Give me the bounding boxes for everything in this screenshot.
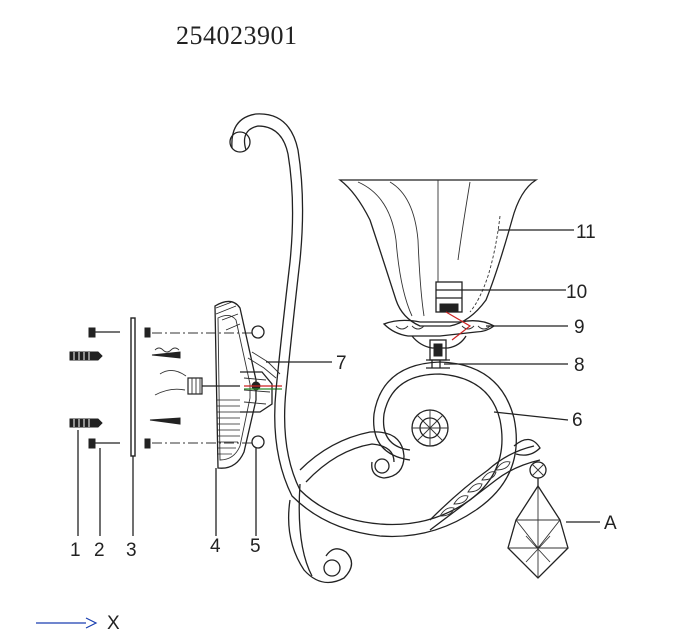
model-number: 254023901 — [176, 21, 298, 50]
wall-plug-icon — [69, 351, 103, 361]
part-label-a: A — [604, 513, 617, 534]
part-label-9: 9 — [574, 317, 585, 338]
part-label-11: 11 — [576, 222, 596, 243]
cup-nut — [426, 339, 450, 369]
part-label-5: 5 — [250, 536, 261, 557]
part-label-10: 10 — [566, 282, 587, 303]
crystal-pendant — [507, 461, 569, 579]
part-label-4: 4 — [210, 536, 221, 557]
screw-icon — [88, 327, 120, 338]
axis-label: X — [107, 613, 120, 630]
part-label-7: 7 — [336, 353, 347, 374]
screw-icon — [88, 438, 120, 449]
leader-lines — [77, 229, 600, 536]
mounting-plate — [130, 317, 136, 457]
part-label-6: 6 — [572, 410, 583, 431]
fixings-group — [69, 317, 255, 457]
screw-icon — [151, 347, 181, 359]
wall-plug-icon — [69, 418, 103, 428]
bobeche — [382, 311, 496, 349]
part-label-3: 3 — [126, 540, 137, 561]
arrow-right-icon — [36, 617, 98, 629]
part-label-1: 1 — [70, 540, 81, 561]
glass-shade — [338, 179, 539, 327]
part-label-2: 2 — [94, 540, 105, 561]
socket — [435, 281, 463, 313]
backplate — [214, 300, 282, 469]
arm — [229, 113, 541, 584]
screw-icon — [149, 417, 181, 425]
part-label-8: 8 — [574, 355, 585, 376]
